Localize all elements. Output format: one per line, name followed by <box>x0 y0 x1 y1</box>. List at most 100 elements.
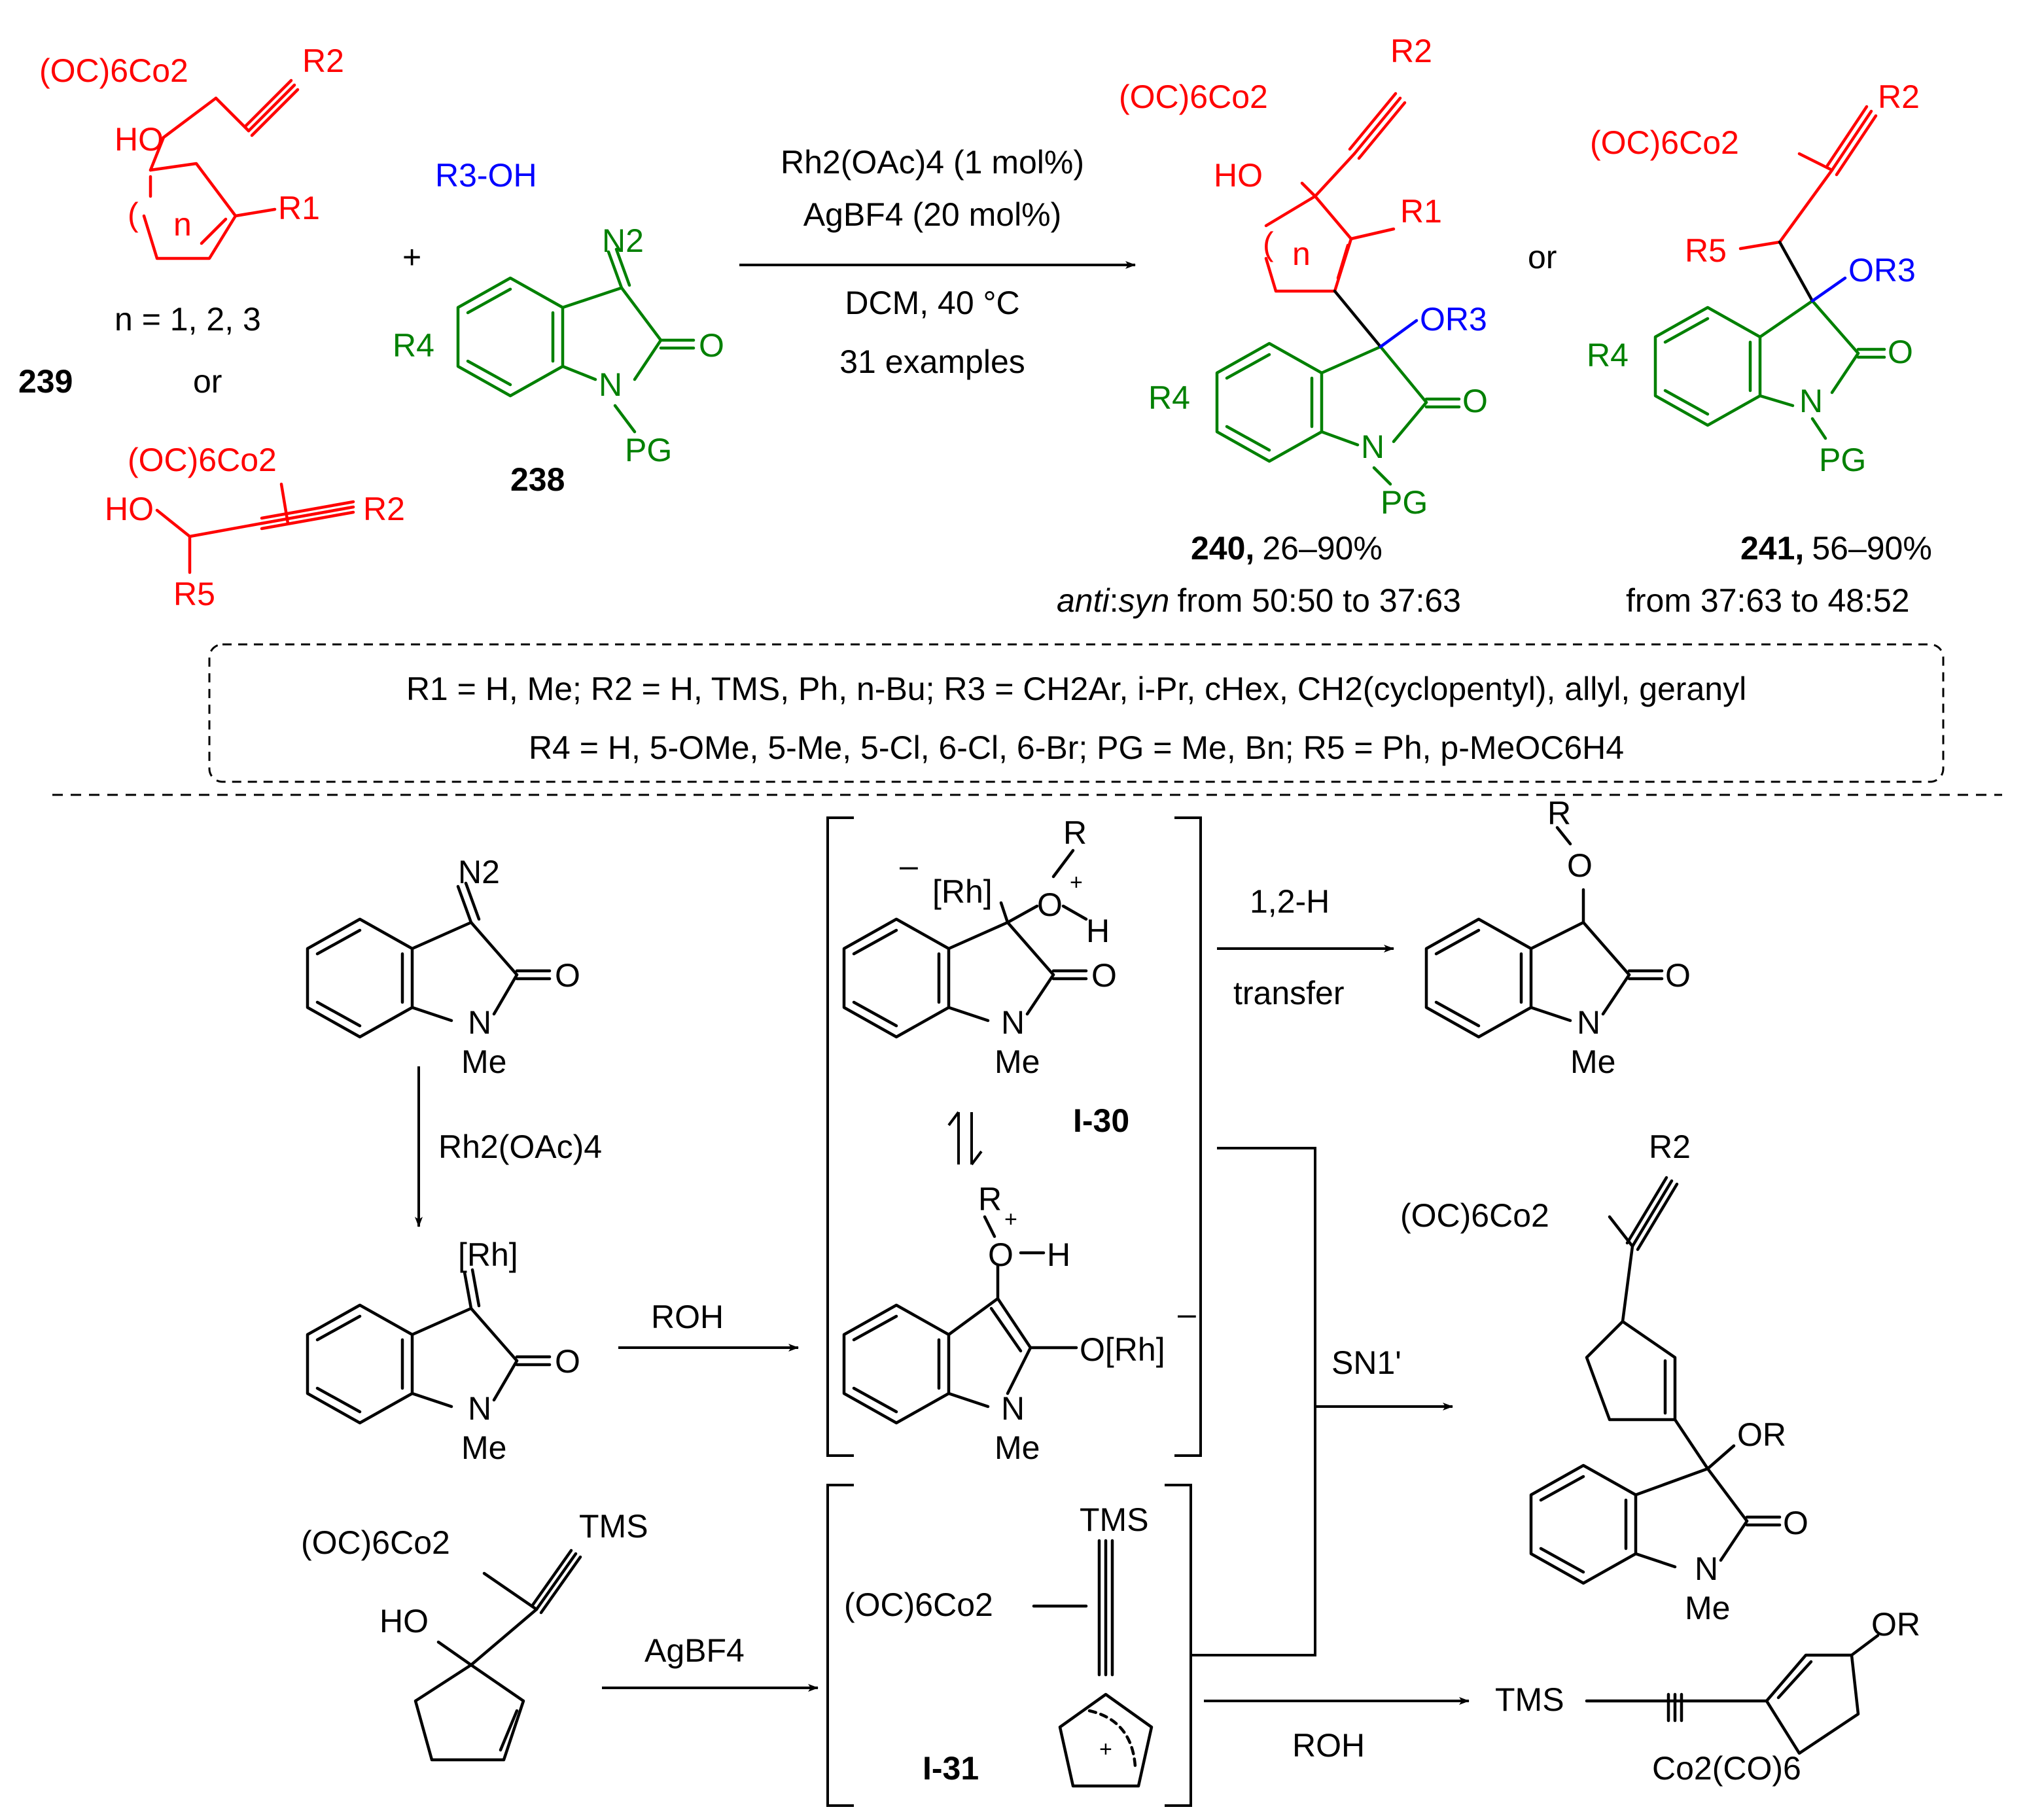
rh-label-carbene: [Rh] <box>458 1236 518 1273</box>
r2-label-241: R2 <box>1878 79 1920 115</box>
n-label-240: N <box>1361 429 1384 465</box>
pg-label-241: PG <box>1819 442 1866 478</box>
agbf4-label: AgBF4 <box>644 1632 745 1669</box>
n-values: n = 1, 2, 3 <box>115 301 261 338</box>
tms-label-alcohol: TMS <box>579 1508 648 1545</box>
pg-label-240: PG <box>1381 484 1428 521</box>
co-label-product: Co2(CO)6 <box>1652 1750 1801 1787</box>
reactant-239-cyclic <box>142 79 300 260</box>
o-label-240: O <box>1462 383 1488 419</box>
intermediate-i31 <box>1032 1539 1154 1788</box>
r2-label-239b: R2 <box>363 491 405 527</box>
h-label-enol: H <box>1047 1236 1070 1273</box>
rh-carbene <box>306 1268 552 1425</box>
alkoxy-oxindole-product <box>1424 826 1664 1039</box>
n-label-sn1: N <box>1695 1550 1718 1587</box>
o-label-ylide: O <box>1037 886 1063 923</box>
me-label-mech-1: Me <box>461 1043 506 1080</box>
me-label-alkoxy: Me <box>1570 1043 1615 1080</box>
r4-label-238: R4 <box>393 327 434 364</box>
cobalt-label-241: (OC)6Co2 <box>1590 124 1739 161</box>
charge-minus-enol: – <box>1178 1295 1196 1332</box>
pg-label-238: PG <box>625 432 672 468</box>
ho-label-240: HO <box>1214 157 1263 194</box>
roh-label-1: ROH <box>651 1299 724 1335</box>
n-label-mech-1: N <box>468 1004 491 1041</box>
condition-3: DCM, 40 °C <box>845 285 1019 321</box>
or-label-products: or <box>1528 239 1557 275</box>
diazo-oxindole <box>306 881 552 1039</box>
or3-label-240: OR3 <box>1420 301 1487 338</box>
cobalt-label-i31: (OC)6Co2 <box>844 1586 993 1623</box>
n-label-enol: N <box>1001 1390 1025 1427</box>
h-label-ylide: H <box>1086 913 1110 949</box>
me-label-enol: Me <box>995 1429 1040 1466</box>
o-label-241: O <box>1888 334 1913 370</box>
n-label-238: N <box>599 366 622 403</box>
r2-label-240: R2 <box>1390 33 1432 69</box>
intermediate-i30-ylide <box>842 849 1088 1039</box>
bracket-right-i31 <box>1165 1484 1192 1807</box>
h-shift-label-2: transfer <box>1233 975 1345 1011</box>
rh-catalyst-label: Rh2(OAc)4 <box>438 1129 602 1165</box>
orh-label: O[Rh] <box>1080 1331 1165 1368</box>
product-240 <box>1215 92 1461 486</box>
compound-238-label: 238 <box>510 461 565 498</box>
paren-239: ( <box>128 196 139 233</box>
r2-label-sn1: R2 <box>1649 1129 1691 1165</box>
charge-plus-i31: + <box>1099 1737 1112 1762</box>
product-241 <box>1653 105 1886 440</box>
plus-sign: + <box>402 239 421 275</box>
or-label-239: or <box>193 363 222 400</box>
cobalt-label-alcohol: (OC)6Co2 <box>301 1524 450 1561</box>
alcohol-label: R3-OH <box>435 157 537 194</box>
condition-2: AgBF4 (20 mol%) <box>803 196 1062 233</box>
equilibrium-arrows <box>947 1111 983 1166</box>
or-label-sn1: OR <box>1737 1416 1786 1453</box>
bracket-right-i30 <box>1174 816 1202 1457</box>
intermediate-i31-label: I-31 <box>923 1750 979 1787</box>
compound-239-label: 239 <box>18 363 73 400</box>
cobalt-label-sn1: (OC)6Co2 <box>1400 1197 1549 1234</box>
roh-label-2: ROH <box>1292 1727 1365 1764</box>
o-label-ylide-carbonyl: O <box>1091 957 1117 994</box>
intermediate-i30-enol <box>842 1215 1078 1425</box>
product-241-yield: 241,56–90% <box>1740 530 1932 567</box>
h-shift-label-1: 1,2-H <box>1250 883 1330 920</box>
or-label-product: OR <box>1871 1606 1920 1643</box>
me-label-ylide: Me <box>995 1043 1040 1080</box>
n2-label-mech: N2 <box>458 854 500 890</box>
o-label-mech-1: O <box>555 957 580 994</box>
paren-240: ( <box>1263 226 1274 262</box>
n-label-240: n <box>1292 236 1311 272</box>
r-label-ylide: R <box>1063 814 1087 851</box>
cobalt-label-240: (OC)6Co2 <box>1119 79 1268 115</box>
r5-label-241: R5 <box>1685 232 1727 269</box>
condition-4: 31 examples <box>839 343 1025 380</box>
n2-label-238: N2 <box>602 222 644 259</box>
n-label-ylide: N <box>1001 1004 1025 1041</box>
bracket-left-i30 <box>826 816 854 1457</box>
reactant-239-acyclic <box>155 482 355 574</box>
sn1-product <box>1529 1176 1782 1585</box>
o-label-alkoxy: O <box>1567 847 1593 884</box>
product-240-yield: 240,26–90% <box>1191 530 1383 567</box>
allylic-ether-product <box>1585 1634 1880 1755</box>
merge-lines <box>1191 1147 1316 1656</box>
propargylic-alcohol <box>414 1549 582 1762</box>
r2-label-239: R2 <box>302 43 344 79</box>
o-label-alkoxy-carbonyl: O <box>1665 957 1691 994</box>
r1-label-239: R1 <box>278 190 320 226</box>
charge-plus-enol: + <box>1004 1207 1017 1232</box>
reactant-238 <box>456 247 696 434</box>
r-label-enol: R <box>978 1181 1002 1217</box>
r4-label-240: R4 <box>1148 379 1190 416</box>
o-label-mech-2: O <box>555 1343 580 1380</box>
me-label-mech-2: Me <box>461 1429 506 1466</box>
n-label-alkoxy: N <box>1577 1004 1600 1041</box>
intermediate-i30-label: I-30 <box>1073 1102 1129 1139</box>
ho-label-239: HO <box>115 121 164 158</box>
tms-label-product: TMS <box>1495 1681 1564 1718</box>
